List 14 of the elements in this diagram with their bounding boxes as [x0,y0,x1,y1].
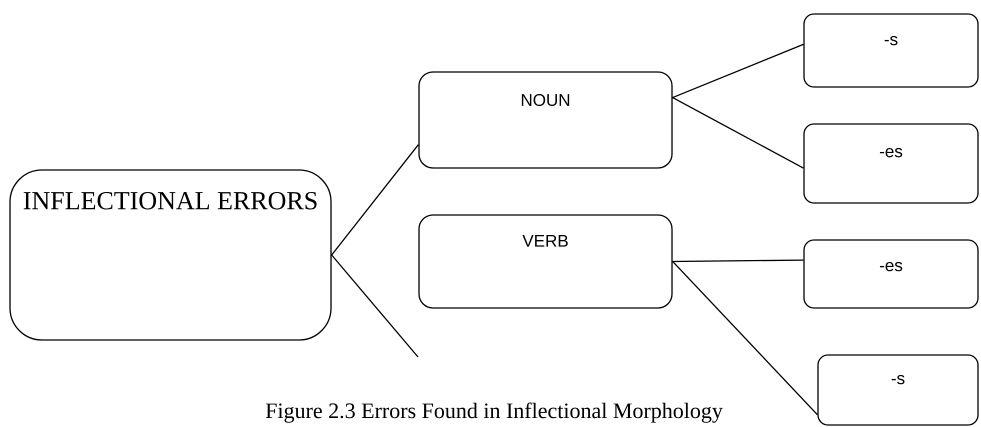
rounded-box: -es [803,239,979,309]
rounded-box: VERB [418,214,673,309]
connector-line [331,254,418,358]
connector-line [672,44,804,98]
connector-line [331,144,419,256]
rounded-box: NOUN [418,71,673,169]
rounded-box: -s [803,13,979,88]
rounded-box: -es [803,123,979,204]
caption: Figure 2.3 Errors Found in Inflectional Morphology [266,402,723,423]
rounded-box: -s [817,354,979,426]
rounded-box: INFLECTIONAL ERRORS [9,169,332,341]
connector-line [672,259,804,262]
connector-line [672,97,804,169]
connector-line [672,261,818,416]
